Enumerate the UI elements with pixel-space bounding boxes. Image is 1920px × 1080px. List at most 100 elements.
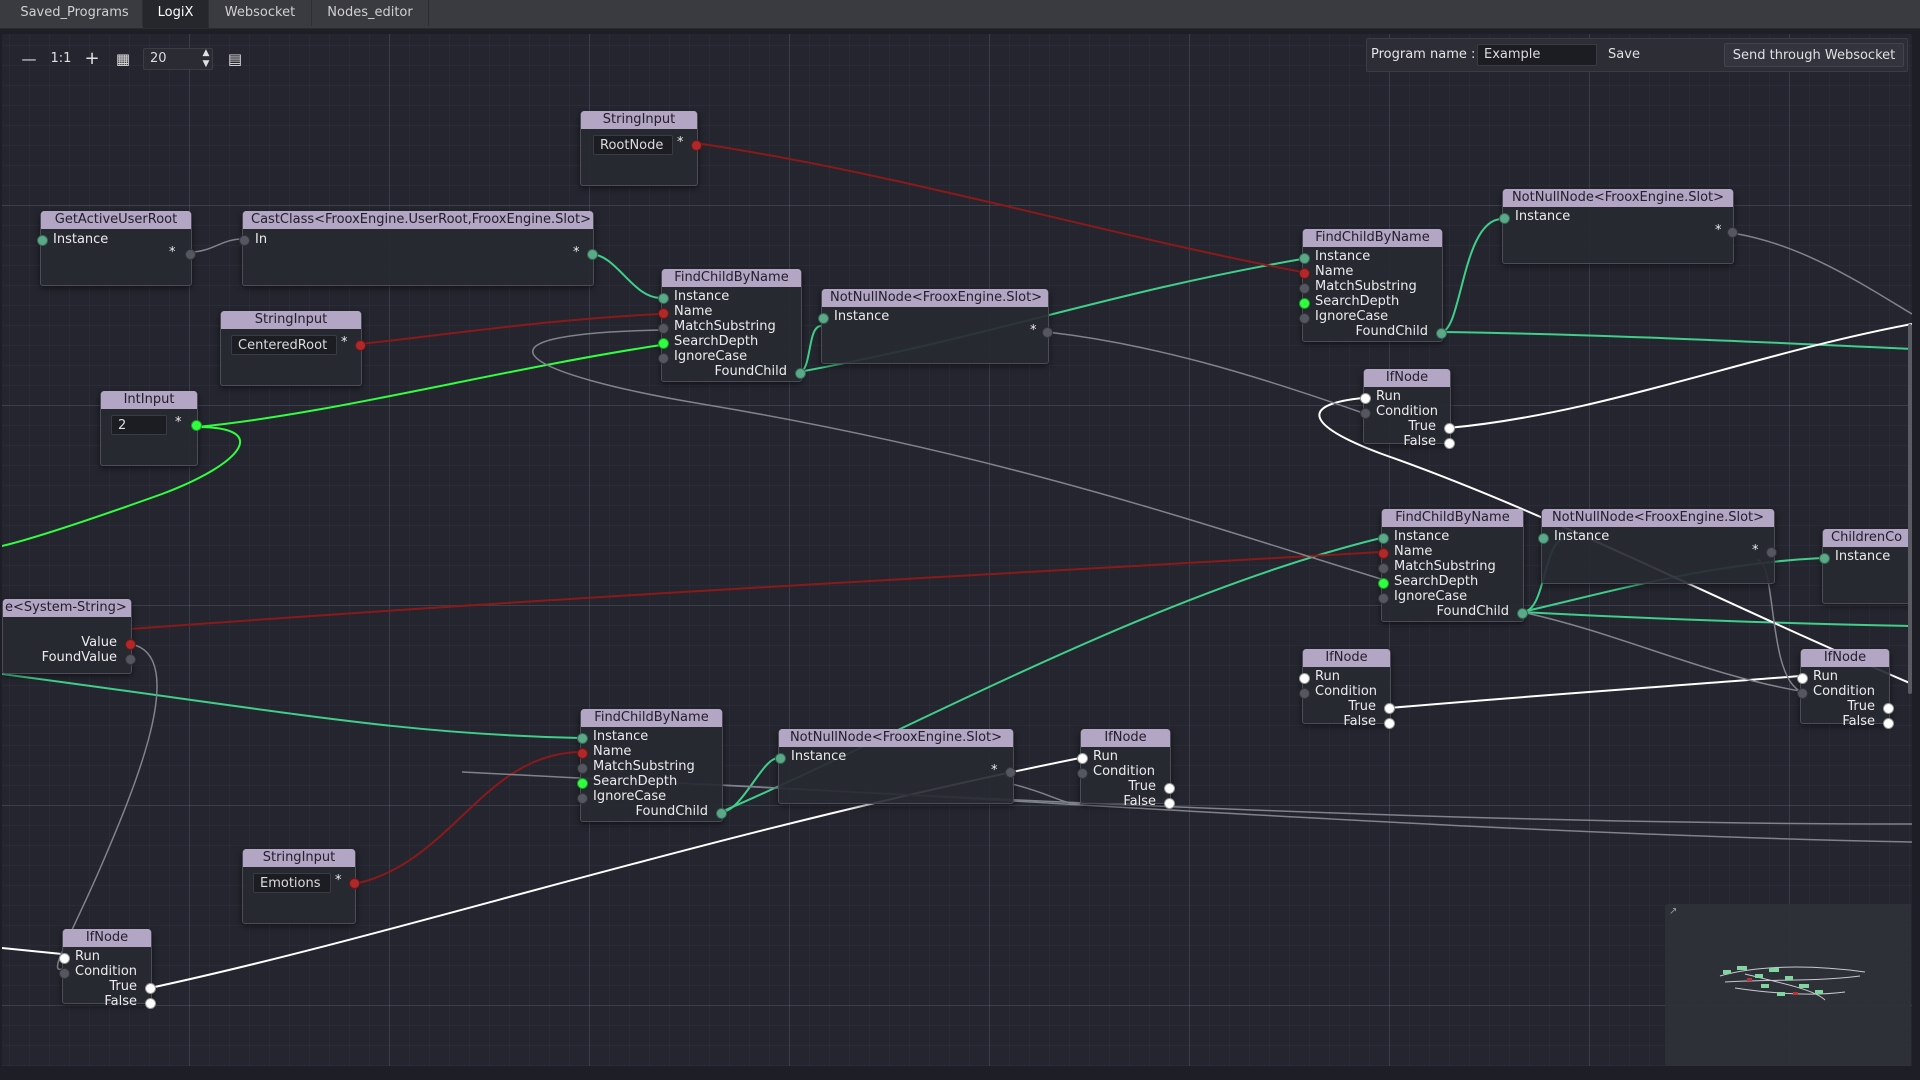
input-port-dot[interactable] [59, 968, 70, 979]
input-port-dot[interactable] [1378, 593, 1389, 604]
node-graph-canvas[interactable]: — 1:1 + ▦ 20 ▲▼ ▤ Program name : Example… [2, 34, 1912, 1066]
node-cast-class[interactable]: CastClass<FrooxEngine.UserRoot,FrooxEngi… [239, 211, 598, 286]
input-port-dot[interactable] [658, 293, 669, 304]
input-port-dot[interactable] [1299, 298, 1310, 309]
node-if[interactable]: IfNode Run Condition True False [1299, 649, 1395, 729]
snap-grid-icon[interactable]: ▦ [115, 50, 131, 68]
input-port-dot[interactable] [577, 778, 588, 789]
output-port-dot[interactable] [1164, 798, 1175, 809]
node-find-child-by-name[interactable]: FindChildByName Instance Name MatchSubst… [577, 709, 727, 822]
output-port-dot[interactable] [185, 249, 196, 260]
node-find-child-by-name[interactable]: FindChildByName Instance Name MatchSubst… [658, 269, 806, 382]
input-port-dot[interactable] [1819, 553, 1830, 564]
zoom-reset-button[interactable]: 1:1 [50, 51, 72, 66]
output-port-dot[interactable] [1883, 718, 1894, 729]
input-port-dot[interactable] [1378, 563, 1389, 574]
node-not-null[interactable]: NotNullNode<FrooxEngine.Slot> Instance * [1538, 509, 1777, 584]
node-not-null[interactable]: NotNullNode<FrooxEngine.Slot> Instance * [818, 289, 1053, 364]
node-if[interactable]: IfNode Run Condition True False [59, 929, 156, 1009]
input-port-dot[interactable] [775, 753, 786, 764]
input-port-dot[interactable] [1299, 313, 1310, 324]
node-string-input-rootnode[interactable]: StringInput RootNode * [580, 111, 702, 186]
input-port-dot[interactable] [1077, 768, 1088, 779]
send-websocket-button[interactable]: Send through Websocket [1724, 43, 1904, 67]
snap-stepper-icon[interactable]: ▲▼ [202, 48, 210, 69]
input-port-dot[interactable] [1797, 688, 1808, 699]
node-find-child-by-name[interactable]: FindChildByName Instance Name MatchSubst… [1299, 229, 1447, 342]
output-port-dot[interactable] [1164, 783, 1175, 794]
output-port-dot[interactable] [355, 340, 366, 351]
output-port-dot[interactable] [1766, 547, 1777, 558]
output-port-dot[interactable] [1444, 423, 1455, 434]
input-port-dot[interactable] [1299, 283, 1310, 294]
tab-websocket[interactable]: Websocket [209, 0, 312, 26]
node-not-null[interactable]: NotNullNode<FrooxEngine.Slot> Instance * [1499, 189, 1738, 264]
output-port-dot[interactable] [349, 878, 360, 889]
zoom-in-icon[interactable]: + [84, 48, 100, 69]
input-port-dot[interactable] [1360, 408, 1371, 419]
node-if[interactable]: IfNode Run Condition True False [1797, 649, 1894, 729]
input-port-dot[interactable] [658, 308, 669, 319]
output-port-dot[interactable] [1517, 608, 1528, 619]
string-value-field[interactable]: Emotions [253, 873, 331, 893]
output-port-dot[interactable] [125, 654, 136, 665]
input-port-dot[interactable] [577, 763, 588, 774]
node-int-input[interactable]: IntInput 2 * [100, 391, 202, 466]
output-port-dot[interactable] [716, 808, 727, 819]
tab-saved-programs[interactable]: Saved_Programs [7, 0, 143, 26]
input-port-dot[interactable] [818, 313, 829, 324]
output-port-dot[interactable] [587, 249, 598, 260]
input-port-dot[interactable] [658, 353, 669, 364]
program-name-input[interactable]: Example [1477, 44, 1597, 66]
input-port-dot[interactable] [1299, 268, 1310, 279]
tab-logix[interactable]: LogiX [143, 0, 209, 28]
node-if[interactable]: IfNode Run Condition True False [1360, 369, 1455, 449]
output-port-dot[interactable] [691, 140, 702, 151]
node-system-string[interactable]: e<System-String> Value FoundValue [2, 599, 136, 674]
input-port-dot[interactable] [1499, 213, 1510, 224]
input-port-dot[interactable] [658, 323, 669, 334]
node-string-input-centeredroot[interactable]: StringInput CenteredRoot * [220, 311, 366, 386]
input-port-dot[interactable] [577, 793, 588, 804]
output-port-dot[interactable] [125, 639, 136, 650]
output-port-dot[interactable] [1444, 438, 1455, 449]
zoom-out-icon[interactable]: — [21, 50, 37, 68]
input-port-dot[interactable] [1299, 688, 1310, 699]
input-port-dot[interactable] [1360, 393, 1371, 404]
output-port-dot[interactable] [191, 420, 202, 431]
output-port-dot[interactable] [1436, 328, 1447, 339]
input-port-dot[interactable] [1077, 753, 1088, 764]
input-port-dot[interactable] [59, 953, 70, 964]
input-port-dot[interactable] [1299, 673, 1310, 684]
output-port-dot[interactable] [145, 998, 156, 1009]
input-port-dot[interactable] [1378, 578, 1389, 589]
input-port-dot[interactable] [1378, 533, 1389, 544]
node-children-count[interactable]: ChildrenCo Instance [1819, 529, 1912, 604]
input-port-dot[interactable] [1299, 253, 1310, 264]
output-port-dot[interactable] [1384, 703, 1395, 714]
output-port-dot[interactable] [1042, 327, 1053, 338]
input-port-dot[interactable] [577, 733, 588, 744]
vertical-scrollbar[interactable] [1908, 324, 1912, 694]
input-port-dot[interactable] [239, 235, 250, 246]
node-get-active-user-root[interactable]: GetActiveUserRoot Instance * [37, 211, 196, 286]
node-if[interactable]: IfNode Run Condition True False [1077, 729, 1175, 809]
node-find-child-by-name[interactable]: FindChildByName Instance Name MatchSubst… [1378, 509, 1528, 622]
output-port-dot[interactable] [795, 368, 806, 379]
tab-nodes-editor[interactable]: Nodes_editor [312, 0, 429, 26]
minimap-toggle-icon[interactable]: ▤ [227, 50, 243, 68]
node-not-null[interactable]: NotNullNode<FrooxEngine.Slot> Instance * [775, 729, 1016, 804]
save-button[interactable]: Save [1608, 47, 1640, 62]
input-port-dot[interactable] [37, 235, 48, 246]
minimap-resize-icon[interactable]: ↗ [1669, 906, 1678, 917]
int-value-field[interactable]: 2 [111, 415, 167, 435]
output-port-dot[interactable] [1883, 703, 1894, 714]
string-value-field[interactable]: CenteredRoot [231, 335, 337, 355]
input-port-dot[interactable] [577, 748, 588, 759]
minimap[interactable]: ↗ [1665, 904, 1911, 1066]
string-value-field[interactable]: RootNode [593, 135, 673, 155]
input-port-dot[interactable] [1378, 548, 1389, 559]
input-port-dot[interactable] [658, 338, 669, 349]
output-port-dot[interactable] [1727, 227, 1738, 238]
input-port-dot[interactable] [1797, 673, 1808, 684]
